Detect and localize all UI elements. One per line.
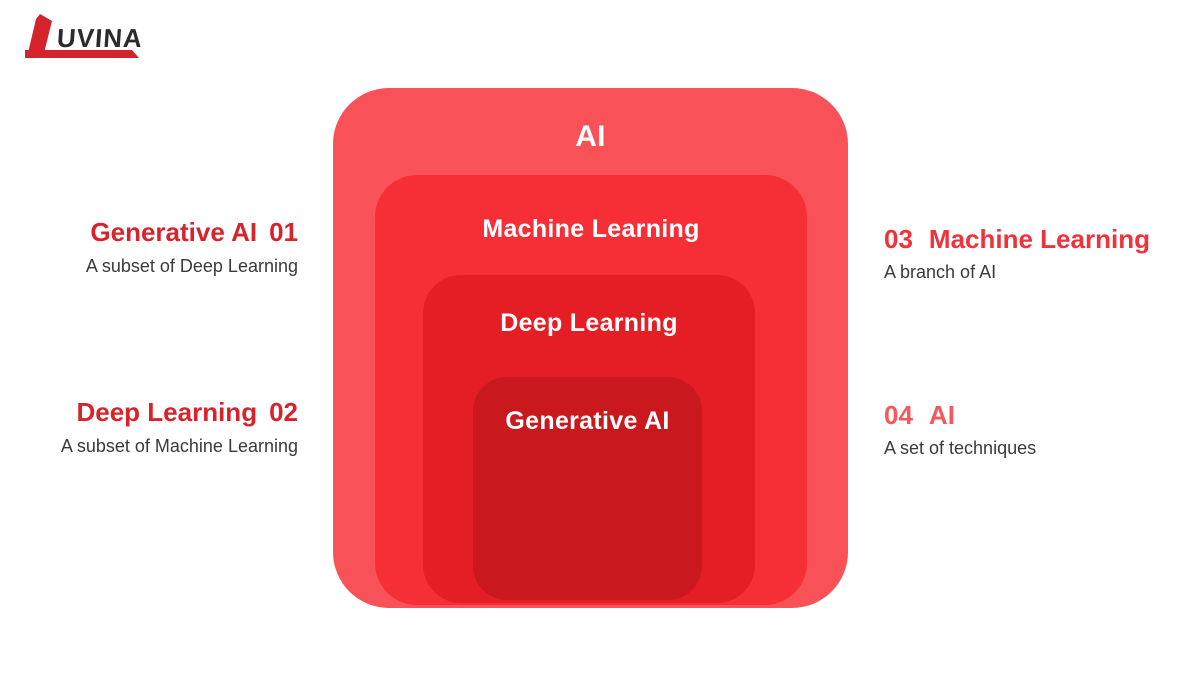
layer-deep-learning-label: Deep Learning: [500, 309, 678, 337]
note-ai-title: 04 AI: [884, 397, 1036, 433]
note-number: 02: [269, 397, 298, 427]
note-deep-learning-title: Deep Learning 02: [61, 394, 298, 430]
note-deep-learning-subtitle: A subset of Machine Learning: [60, 436, 298, 456]
layer-generative-ai: Generative AI: [473, 377, 702, 600]
note-machine-learning: 03 Machine Learning A branch of AI: [884, 221, 1150, 284]
luvina-logo-mark: [25, 14, 139, 58]
note-number: 01: [269, 217, 298, 247]
note-number: 03: [884, 224, 913, 254]
note-deep-learning: Deep Learning 02 A subset of Machine Lear…: [61, 394, 298, 458]
note-title-text: Generative AI: [90, 217, 258, 247]
note-machine-learning-title: 03 Machine Learning: [884, 221, 1150, 257]
note-number: 04: [884, 400, 913, 430]
note-generative-ai: Generative AI 01 A subset of Deep Learnin…: [86, 214, 298, 278]
layer-ai-label: AI: [575, 120, 606, 153]
note-ai: 04 AI A set of techniques: [884, 397, 1036, 460]
note-title-text: Deep Learning: [76, 397, 258, 427]
note-generative-ai-title: Generative AI 01: [86, 214, 298, 250]
note-machine-learning-subtitle: A branch of AI: [884, 262, 997, 282]
luvina-logo: UVINA: [12, 10, 146, 64]
luvina-logo-text: UVINA: [55, 23, 144, 53]
layer-generative-ai-label: Generative AI: [505, 407, 670, 435]
note-title-text: AI: [928, 400, 955, 430]
note-generative-ai-subtitle: A subset of Deep Learning: [85, 256, 298, 276]
note-title-text: Machine Learning: [928, 224, 1150, 254]
layer-machine-learning-label: Machine Learning: [482, 215, 700, 243]
note-ai-subtitle: A set of techniques: [884, 438, 1037, 458]
